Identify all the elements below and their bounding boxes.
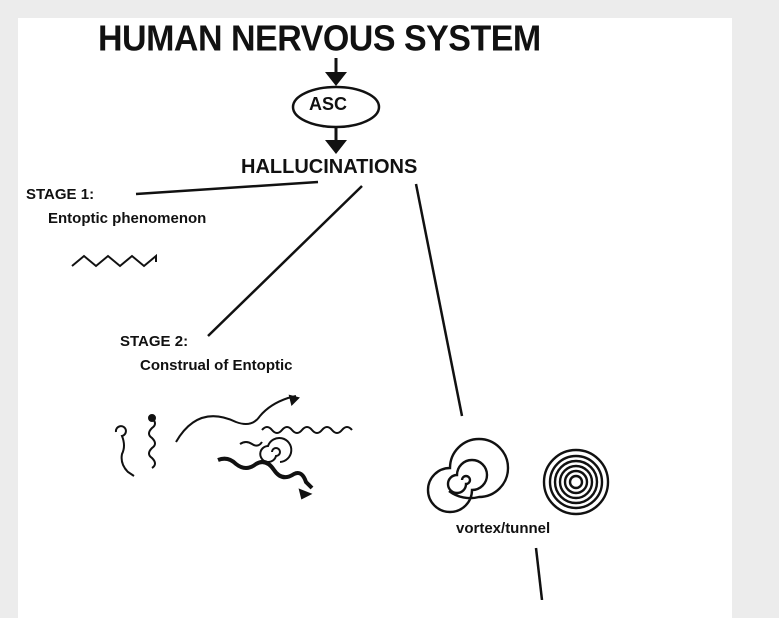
tunnel-spiral-right — [542, 448, 610, 516]
zigzag-entoptic-glyph — [71, 253, 157, 268]
vortex-spiral-left — [426, 437, 510, 514]
stage1-label: STAGE 1: — [26, 186, 95, 203]
stage2-label: STAGE 2: — [120, 333, 189, 350]
arrow-asc-to-hallucinations — [325, 127, 347, 154]
hallucinations-node-label: HALLUCINATIONS — [241, 156, 418, 178]
arrow-title-to-asc — [325, 58, 347, 86]
stage3-caption: vortex/tunnel — [456, 520, 551, 537]
diagram-panel — [18, 18, 732, 600]
connector-stage3 — [414, 183, 464, 417]
diagram-drawing — [18, 18, 732, 600]
stage1-description: Entoptic phenomenon — [48, 210, 207, 227]
connector-stage2 — [207, 185, 363, 337]
asc-node-label: ASC — [309, 94, 348, 114]
construal-glyphs — [114, 394, 353, 500]
connector-stage1 — [135, 180, 319, 196]
diagram-title: HUMAN NERVOUS SYSTEM — [98, 19, 541, 59]
connector-continuation — [534, 547, 544, 600]
stage2-description: Construal of Entoptic — [140, 357, 293, 374]
